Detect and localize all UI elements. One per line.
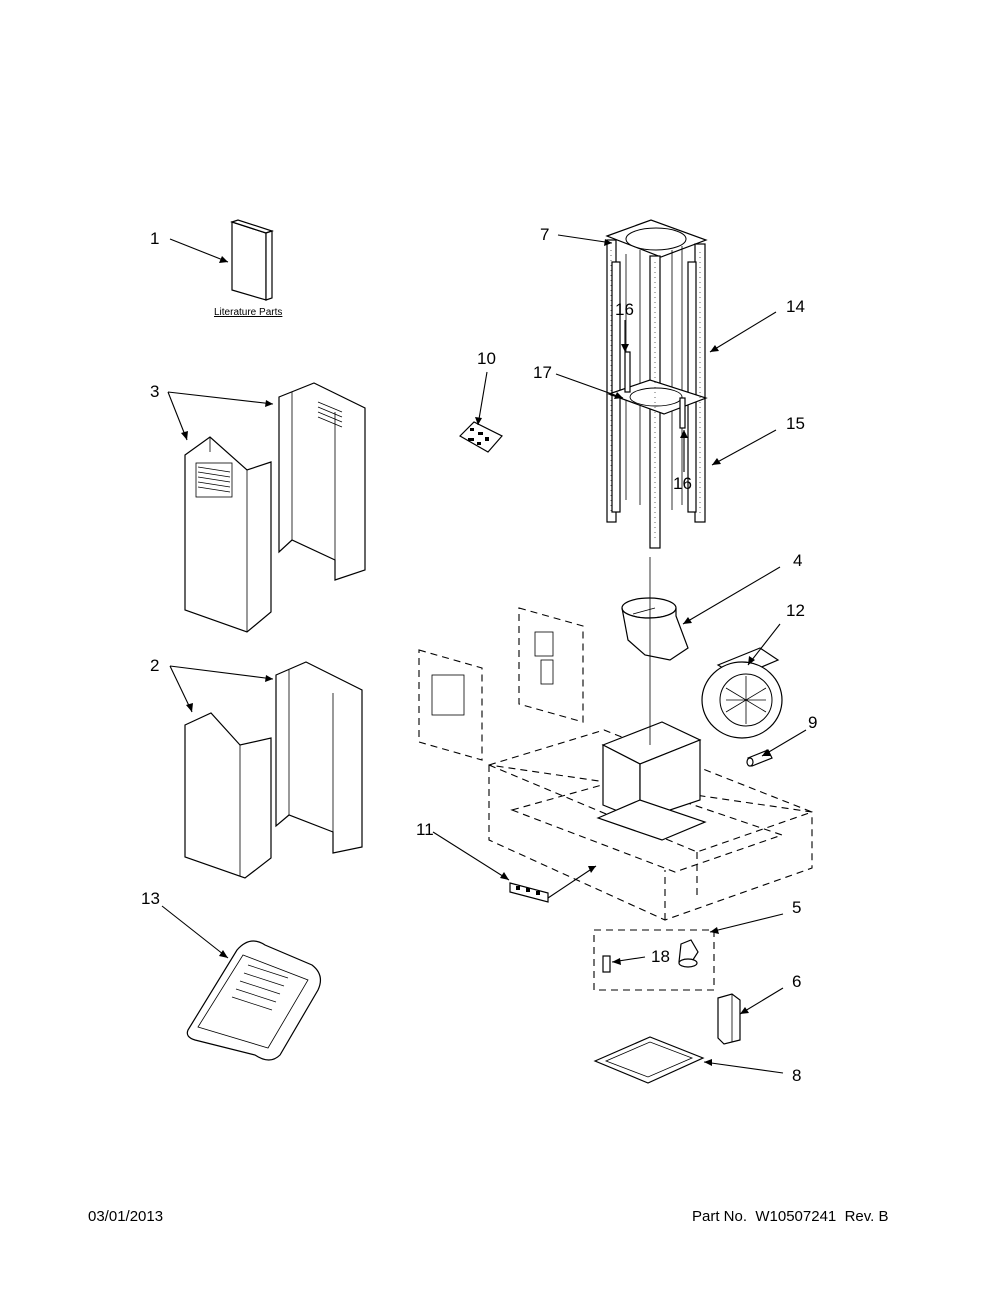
literature-booklet <box>230 219 274 301</box>
callout-9: 9 <box>808 713 817 732</box>
callout-5: 5 <box>792 898 801 917</box>
literature-parts-label: Literature Parts <box>214 307 282 318</box>
upper-duct-cover-front <box>184 436 272 633</box>
support-frame <box>605 219 708 549</box>
callout-18: 18 <box>651 947 670 966</box>
lower-duct-cover-front <box>184 712 272 879</box>
callout-11: 11 <box>416 820 434 839</box>
installation-instructions-sheet <box>186 940 322 1061</box>
control-board <box>459 421 503 453</box>
callout-8: 8 <box>792 1066 801 1085</box>
transformer <box>717 993 741 1045</box>
callout-10: 10 <box>477 349 496 368</box>
lower-duct-cover-rear <box>275 661 363 854</box>
upper-duct-cover-rear <box>278 382 366 581</box>
callout-2: 2 <box>150 656 159 675</box>
callout-13: 13 <box>141 889 160 908</box>
callout-16-bottom: 16 <box>673 474 692 493</box>
transition-duct <box>621 597 689 661</box>
callout-3: 3 <box>150 382 159 401</box>
callout-14: 14 <box>786 297 805 316</box>
callout-6: 6 <box>792 972 801 991</box>
mounting-template-left <box>418 649 483 761</box>
lamp-socket <box>678 939 699 968</box>
callout-17: 17 <box>533 363 552 382</box>
callout-4: 4 <box>793 551 802 570</box>
footer-part-number: Part No. W10507241 Rev. B <box>692 1208 889 1225</box>
callout-15: 15 <box>786 414 805 433</box>
blower-motor <box>701 647 783 739</box>
callout-12: 12 <box>786 601 805 620</box>
callout-7: 7 <box>540 225 549 244</box>
hood-body <box>487 557 814 921</box>
grease-filter <box>593 1036 705 1084</box>
mounting-template-right <box>518 607 584 723</box>
callout-16-top: 16 <box>615 300 634 319</box>
callout-1: 1 <box>150 229 159 248</box>
leader-lines <box>161 234 807 1074</box>
bulb <box>602 955 611 973</box>
light-kit-group <box>593 929 715 991</box>
switch-assembly <box>509 882 549 903</box>
arrowheads <box>181 239 771 1066</box>
footer-date: 03/01/2013 <box>88 1208 164 1225</box>
